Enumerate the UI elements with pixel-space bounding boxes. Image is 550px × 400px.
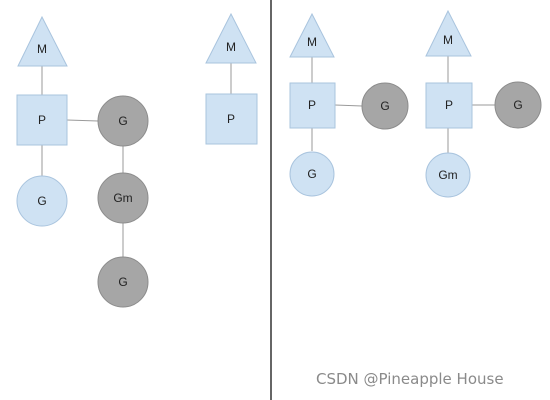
m-thread-node: M <box>17 15 68 67</box>
g-goroutine-running-node: G <box>97 95 149 147</box>
g-goroutine-local-node-right-1: G <box>289 151 335 197</box>
m-thread-node-right-2: M <box>425 9 472 57</box>
m-thread-node-right-1: M <box>289 12 335 58</box>
svg-text:G: G <box>380 99 389 113</box>
svg-text:G: G <box>513 98 522 112</box>
svg-text:Gm: Gm <box>113 191 132 205</box>
g-goroutine-running-node-right-2: G <box>494 81 542 129</box>
svg-text:M: M <box>443 33 453 47</box>
svg-text:G: G <box>37 194 46 208</box>
svg-text:P: P <box>445 98 453 112</box>
gm-goroutine-node: Gm <box>97 172 149 224</box>
edge-p-g-right-1 <box>334 104 363 107</box>
watermark-text: CSDN @Pineapple House <box>316 370 504 388</box>
svg-text:G: G <box>118 114 127 128</box>
svg-text:G: G <box>118 275 127 289</box>
svg-text:M: M <box>226 40 236 54</box>
svg-text:Gm: Gm <box>438 168 457 182</box>
p-processor-node-right-2: P <box>425 82 473 129</box>
m-thread-node-2: M <box>205 12 257 64</box>
svg-text:M: M <box>37 42 47 56</box>
p-processor-node: P <box>16 94 68 146</box>
svg-text:G: G <box>307 167 316 181</box>
g-goroutine-bottom-node: G <box>97 256 149 308</box>
g-goroutine-local-node: G <box>16 175 68 227</box>
p-processor-node-right-1: P <box>289 82 336 129</box>
edge-p-g <box>66 119 99 122</box>
svg-text:P: P <box>38 113 46 127</box>
svg-text:P: P <box>308 98 316 112</box>
g-goroutine-running-node-right-1: G <box>361 82 409 130</box>
svg-text:M: M <box>307 35 317 49</box>
p-processor-node-2: P <box>205 93 258 145</box>
svg-text:P: P <box>227 112 235 126</box>
gm-goroutine-node-right-2: Gm <box>425 152 471 198</box>
